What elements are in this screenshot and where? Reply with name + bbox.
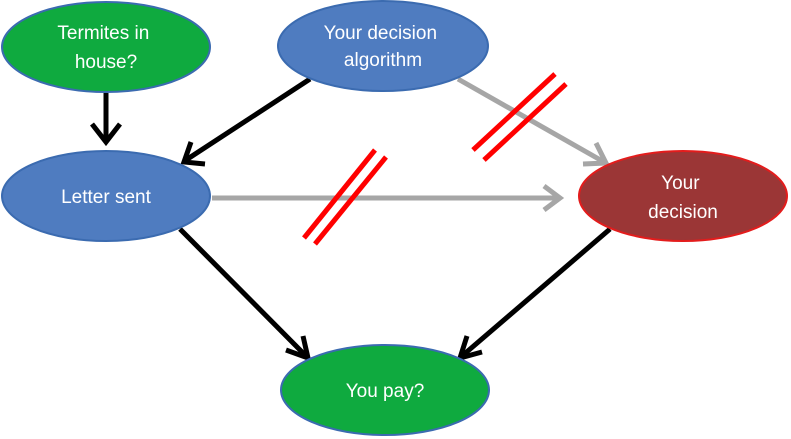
- node-algorithm-label-line-2: algorithm: [344, 50, 422, 71]
- edge-algorithm-to-letter: [184, 76, 312, 163]
- cut-mark-algorithm-decision-1: [471, 72, 557, 152]
- node-letter: Letter sent: [1, 150, 211, 242]
- node-decision: Your decision: [578, 150, 788, 242]
- node-termites-label-line-1: Termites in: [57, 23, 149, 44]
- node-decision-shape: [578, 150, 788, 242]
- svg-text:You pay?: You pay?: [346, 381, 425, 402]
- svg-text:Your decision: Your decision: [648, 173, 718, 223]
- node-termites-label-line-2: house?: [75, 52, 137, 73]
- edges: [90, 76, 612, 362]
- svg-text:Termites in house?: Termites in house?: [57, 23, 154, 73]
- svg-text:Your decision algorithm: Your decision algorithm: [324, 23, 443, 71]
- node-termites: Termites in house?: [1, 1, 211, 93]
- node-letter-shape: [1, 150, 211, 242]
- cut-mark-letter-decision-1: [302, 148, 377, 240]
- node-decision-label-line-1: Your: [661, 173, 700, 194]
- node-algorithm-label-line-1: Your decision: [324, 23, 437, 44]
- cut-mark-letter-decision-2: [313, 155, 388, 246]
- edge-letter-to-pay: [178, 227, 308, 358]
- edge-termites-to-letter-arrowhead: [90, 122, 122, 147]
- svg-text:Letter sent: Letter sent: [61, 187, 151, 208]
- node-decision-label-line-2: decision: [648, 202, 718, 223]
- node-termites-shape: [1, 1, 211, 93]
- edge-algorithm-to-decision-arrowhead: [582, 141, 610, 167]
- edge-letter-to-decision-arrowhead: [542, 184, 565, 212]
- node-pay-shape: [280, 344, 490, 436]
- node-pay-label-line-1: You pay?: [346, 381, 425, 402]
- edge-decision-to-pay: [460, 227, 612, 358]
- cut-marks: [302, 72, 568, 246]
- cut-mark-algorithm-decision-2: [482, 82, 568, 162]
- edge-algorithm-to-letter-arrowhead: [180, 141, 206, 167]
- edge-algorithm-to-decision: [456, 76, 606, 165]
- node-letter-label-line-1: Letter sent: [61, 187, 151, 208]
- node-algorithm-shape: [277, 0, 489, 92]
- edge-letter-to-pay-arrowhead: [285, 335, 312, 362]
- node-pay: You pay?: [280, 344, 490, 436]
- node-algorithm: Your decision algorithm: [277, 0, 489, 92]
